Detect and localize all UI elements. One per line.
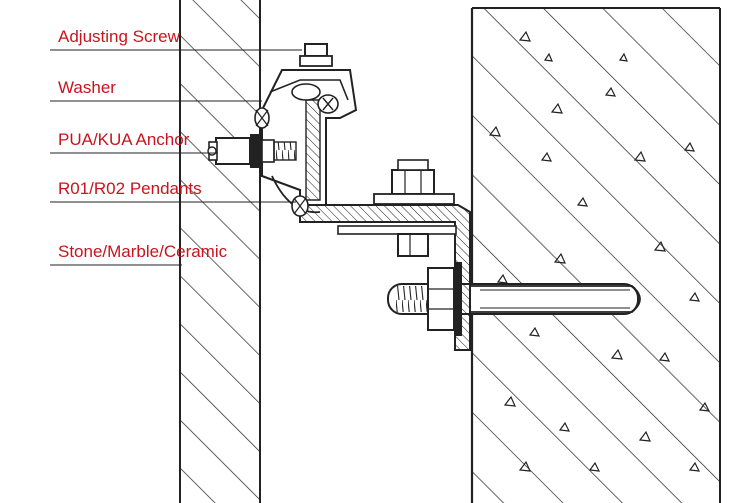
washer-label: Washer <box>58 78 116 97</box>
stone-label: Stone/Marble/Ceramic <box>58 242 228 261</box>
angle-bracket <box>299 159 471 351</box>
anchor-label: PUA/KUA Anchor <box>58 130 190 149</box>
stone-panel <box>179 0 261 503</box>
pendant-clamp <box>207 43 358 217</box>
pendants-label: R01/R02 Pendants <box>58 179 202 198</box>
adjusting-screw-label: Adjusting Screw <box>58 27 180 46</box>
leader-lines <box>50 49 302 266</box>
concrete-wall <box>470 7 721 503</box>
